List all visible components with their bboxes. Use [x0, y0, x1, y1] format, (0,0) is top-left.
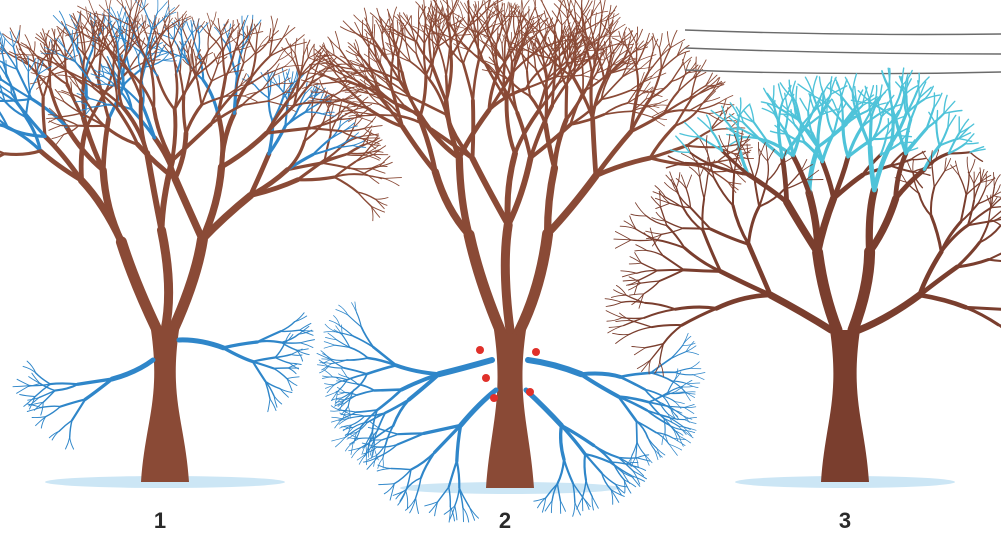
power-line	[685, 70, 1001, 74]
power-lines	[685, 30, 1001, 74]
power-line	[685, 48, 1001, 54]
power-line	[685, 30, 1001, 35]
tree-2	[301, 0, 753, 522]
cut-mark	[490, 394, 498, 402]
panel-label-1: 1	[140, 508, 180, 534]
cut-mark	[482, 374, 490, 382]
cut-mark	[526, 388, 534, 396]
cut-mark	[532, 348, 540, 356]
cut-mark	[476, 346, 484, 354]
panel-label-2: 2	[485, 508, 525, 534]
panel-label-3: 3	[825, 508, 865, 534]
